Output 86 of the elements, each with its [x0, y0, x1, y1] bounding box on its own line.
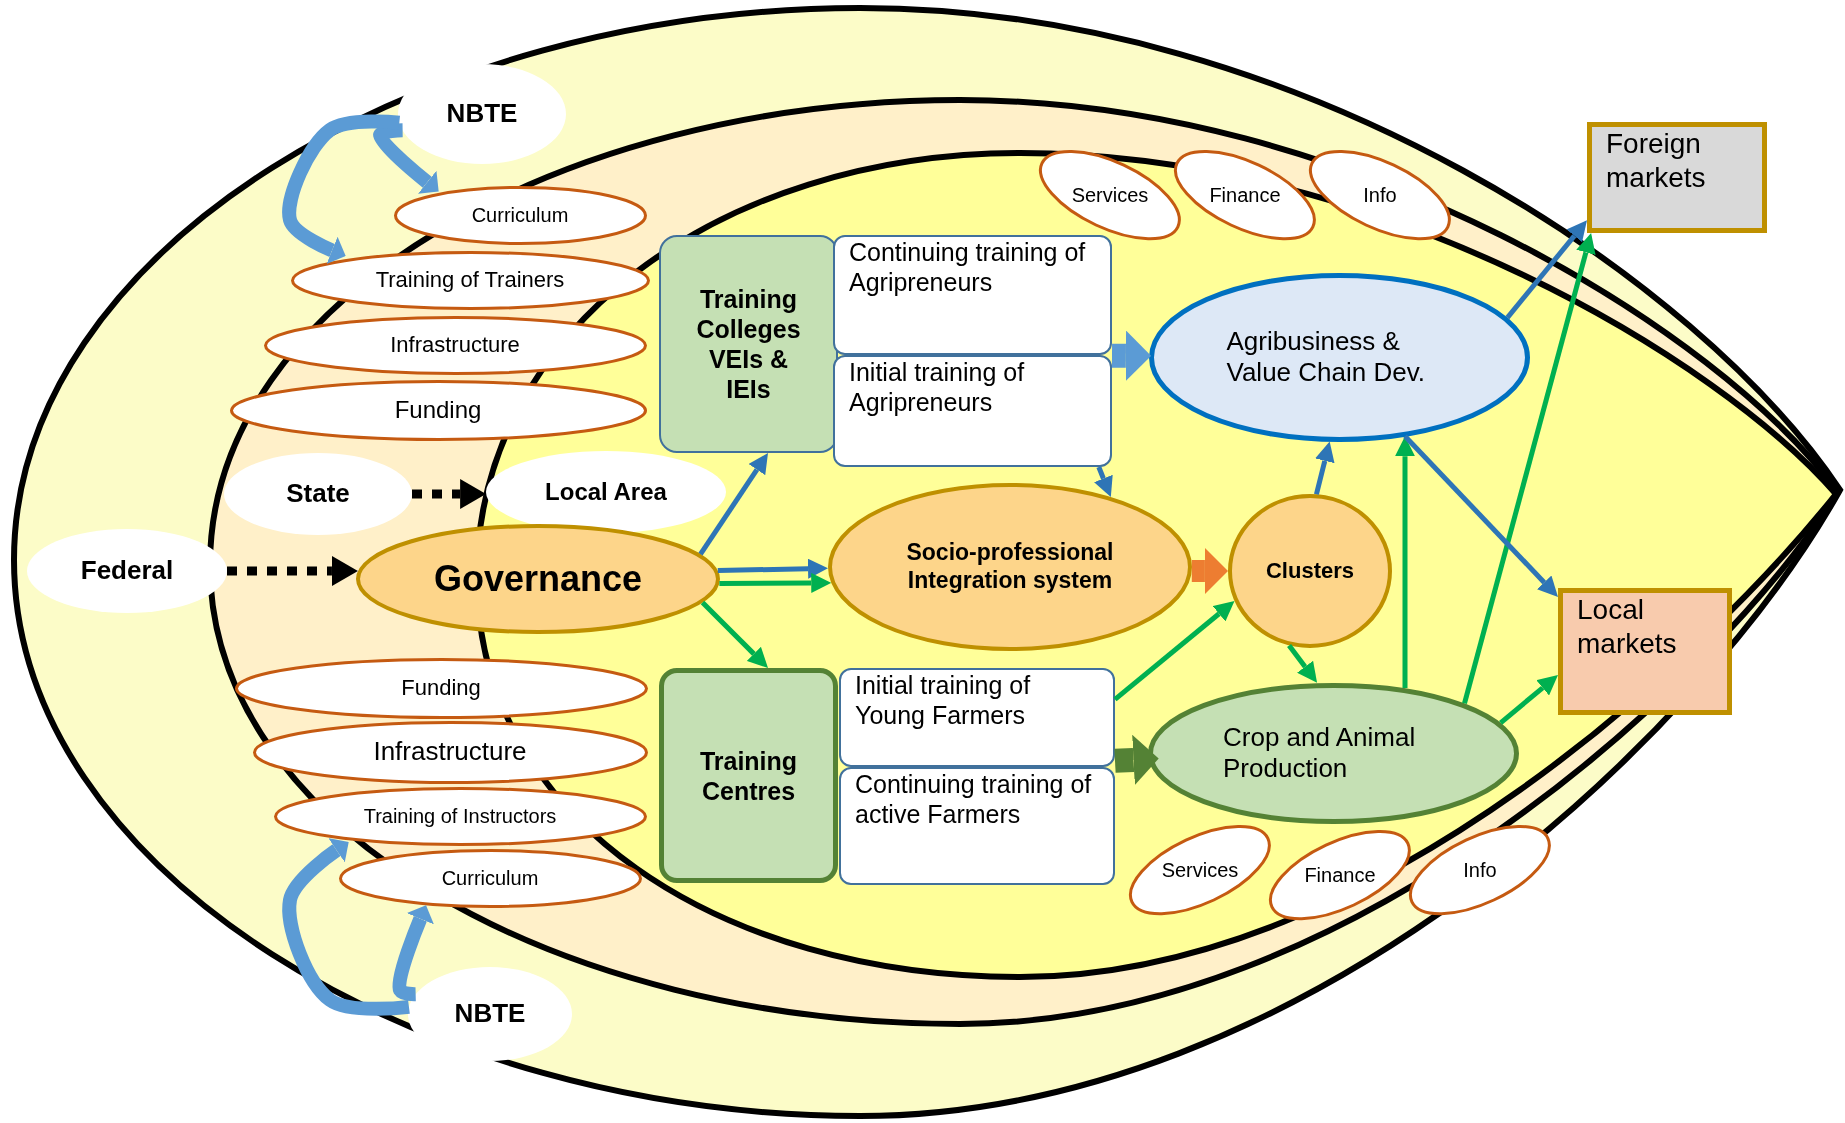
node-label: Federal [80, 555, 174, 587]
resource-ellipse [1308, 148, 1452, 242]
node-label: Training of Trainers [375, 266, 565, 294]
node-label: Finance [1209, 183, 1281, 207]
arrow [1499, 675, 1558, 725]
training-box [833, 235, 1112, 355]
resource-ellipse [1173, 148, 1317, 242]
arrow [698, 453, 768, 556]
arrow [1395, 436, 1415, 689]
node-label: Local markets [1577, 593, 1678, 661]
training-box [839, 767, 1115, 885]
node-label: Continuing training of Agripreneurs [849, 237, 1087, 297]
dotted-arrow [227, 556, 358, 586]
node-label: Infrastructure [390, 331, 520, 359]
arrow [719, 572, 832, 593]
resource-ellipse [233, 656, 649, 720]
arrow [717, 558, 828, 579]
arrow [1314, 441, 1335, 495]
governance-ellipse [355, 523, 721, 635]
cluster-ellipse [1227, 493, 1393, 649]
resource-ellipse [392, 184, 648, 246]
resource-ellipse [337, 847, 643, 909]
institution-box [659, 235, 838, 453]
outcome-ellipse [1147, 271, 1531, 443]
market-box [1558, 588, 1732, 715]
node-label: Local Area [545, 477, 667, 507]
arrow [700, 600, 768, 668]
resource-ellipse [1128, 823, 1272, 917]
node-label: Finance [1304, 863, 1376, 887]
block-arrow [1191, 547, 1228, 595]
curved-arrow [373, 123, 439, 194]
arrow [1287, 643, 1318, 683]
block-arrow [1114, 734, 1159, 786]
curved-arrow [392, 905, 434, 1002]
node-label: Info [1363, 183, 1397, 207]
outcome-ellipse [1146, 681, 1520, 825]
node-label: Curriculum [441, 866, 539, 890]
resource-ellipse [289, 249, 651, 311]
dotted-arrow [412, 479, 487, 509]
node-label: Services [1161, 858, 1239, 882]
resource-ellipse [1408, 823, 1552, 917]
curved-arrow [282, 114, 400, 264]
node-label: Continuing training of active Farmers [855, 769, 1093, 829]
system-ellipse [827, 482, 1193, 652]
level-ellipse [407, 966, 573, 1062]
institution-box [659, 668, 838, 883]
resource-ellipse [1268, 828, 1412, 922]
node-label: Agribusiness & Value Chain Dev. [1226, 325, 1426, 389]
resource-ellipse [272, 785, 648, 847]
node-label: Training of Instructors [363, 804, 557, 828]
market-box [1587, 122, 1767, 233]
level-ellipse [26, 528, 228, 614]
node-label: Funding [394, 395, 482, 425]
node-label: Crop and Animal Production [1223, 721, 1417, 785]
node-label: Funding [401, 674, 481, 702]
resource-ellipse [228, 378, 648, 442]
node-label: NBTE [446, 98, 518, 130]
node-label: Clusters [1265, 557, 1354, 585]
resource-ellipse [262, 314, 648, 376]
training-box [839, 668, 1115, 767]
node-label: Initial training of Agripreneurs [849, 357, 1026, 417]
node-label: Initial training of Young Farmers [855, 670, 1032, 730]
node-label: Socio-professional Integration system [905, 539, 1115, 595]
node-label: Governance [433, 557, 643, 601]
level-ellipse [485, 450, 727, 534]
node-label: State [286, 478, 350, 510]
resource-ellipse [1038, 148, 1182, 242]
level-ellipse [223, 452, 413, 536]
node-label: Services [1071, 183, 1149, 207]
arrow [1094, 466, 1113, 498]
node-label: Training Colleges VEIs & IEIs [695, 284, 802, 404]
node-label: Info [1463, 858, 1497, 882]
node-label: Training Centres [698, 745, 799, 806]
arrow [1113, 601, 1235, 702]
node-label: Foreign markets [1606, 127, 1707, 195]
level-ellipse [397, 63, 567, 165]
curved-arrow [282, 838, 410, 1016]
node-label: Infrastructure [373, 736, 527, 768]
arrow [1403, 434, 1558, 597]
arrow [1462, 233, 1596, 704]
block-arrow [1111, 330, 1152, 381]
training-box [833, 355, 1112, 467]
node-label: Curriculum [471, 203, 569, 227]
resource-ellipse [251, 719, 649, 785]
node-label: NBTE [454, 998, 526, 1030]
arrow [1505, 220, 1587, 320]
